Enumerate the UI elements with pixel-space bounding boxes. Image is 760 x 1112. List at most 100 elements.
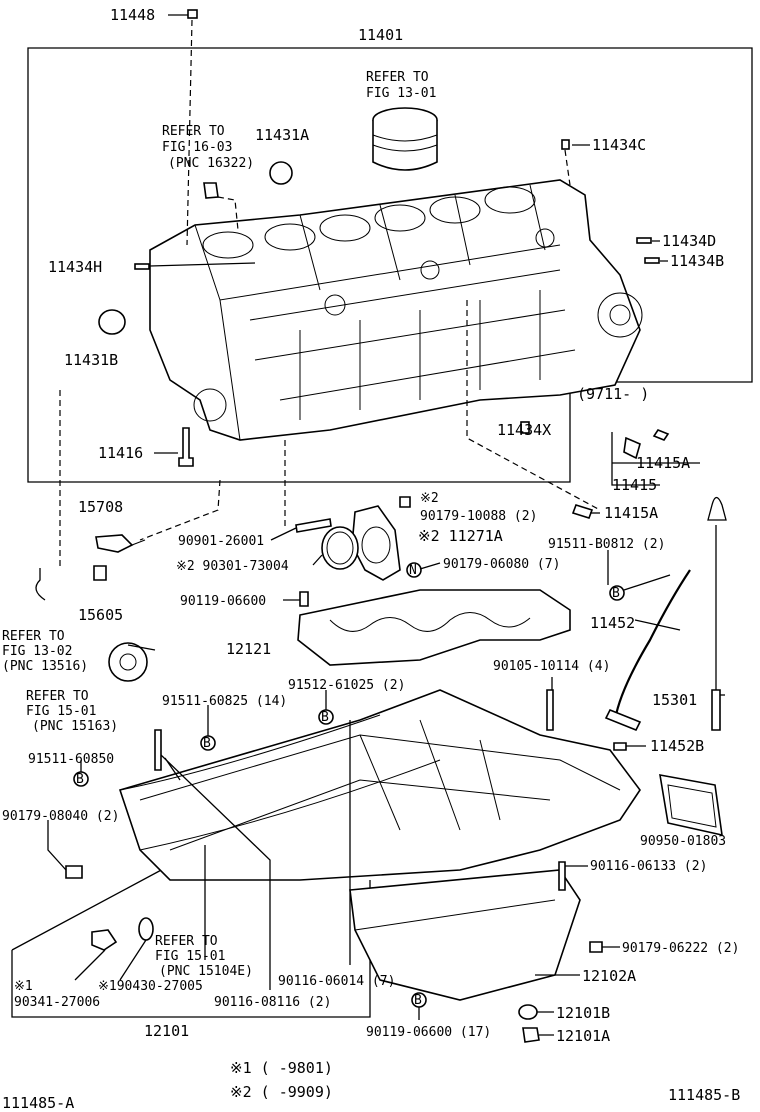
leader-lines [35, 14, 725, 1036]
label-12102A: 12102A [582, 967, 636, 985]
label-15301: 15301 [652, 691, 697, 709]
label-91511-B0812: 91511-B0812 (2) [548, 537, 665, 552]
legend-mark1: ※1 ( -9801) [230, 1059, 333, 1077]
refer-fig-15-01-a-line1: REFER TO [26, 689, 89, 704]
legend-mark2: ※2 ( -9909) [230, 1083, 333, 1101]
refer-fig-13-02-line3: (PNC 13516) [2, 659, 88, 674]
badge-b-91511-60825: B [200, 735, 216, 751]
drain-plug-12101A [522, 1027, 540, 1043]
drain-plug-90341 [91, 929, 118, 951]
label-mark2-top: ※2 [420, 491, 439, 506]
label-date-range-9711: (9711- ) [577, 385, 649, 403]
label-12101B: 12101B [556, 1004, 610, 1022]
svg-text:B: B [321, 710, 329, 725]
bolt-90179-08040 [65, 865, 83, 879]
seal-retainer-11271A [351, 505, 401, 581]
stud-90105 [546, 689, 554, 731]
bolt-90179-06222 [589, 941, 603, 953]
label-11452: 11452 [590, 614, 635, 632]
badge-b-91511-b0812: B [609, 585, 625, 601]
refer-fig-16-03-line2: FIG 16-03 [162, 140, 232, 155]
plug-15605 [93, 565, 107, 581]
clip-11415A [623, 436, 641, 460]
gasket-11452B [613, 742, 627, 751]
label-91512-61025: 91512-61025 (2) [288, 678, 405, 693]
label-90430-27005: ※190430-27005 [98, 979, 203, 994]
badge-b-90119-06600: B [411, 992, 427, 1008]
plug-16322 [203, 182, 219, 199]
badge-n-90179-06080: N [406, 562, 422, 578]
label-90116-08116: 90116-08116 (2) [214, 995, 331, 1010]
bracket-15708 [95, 534, 134, 553]
bolt-11415A [571, 504, 594, 519]
label-11431B: 11431B [64, 351, 118, 369]
label-90105-10114: 90105-10114 (4) [493, 659, 610, 674]
refer-fig-16-03-line1: REFER TO [162, 124, 225, 139]
refer-fig-13-01-line1: REFER TO [366, 70, 429, 85]
label-15708: 15708 [78, 498, 123, 516]
pin-11434D [636, 237, 652, 244]
dipstick-guide-11452 [613, 569, 691, 721]
refer-fig-15-01-b-line1: REFER TO [155, 934, 218, 949]
stud-90901 [295, 518, 332, 533]
label-12121: 12121 [226, 640, 271, 658]
label-90119-06600-top: 90119-06600 [180, 594, 266, 609]
oil-pan-gasket [119, 714, 441, 851]
badge-b-91512: B [318, 709, 334, 725]
label-90179-10088: 90179-10088 (2) [420, 509, 537, 524]
label-90179-06222: 90179-06222 (2) [622, 941, 739, 956]
gasket-90430 [138, 917, 154, 941]
pin-11434B [644, 257, 660, 264]
refer-fig-15-01-b-line3: (PNC 15104E) [159, 964, 253, 979]
part-labels: 11448 11401 REFER TO FIG 13-01 REFER TO … [2, 6, 740, 1112]
refer-fig-15-01-a-line2: FIG 15-01 [26, 704, 96, 719]
label-90901-26001: 90901-26001 [178, 534, 264, 549]
svg-text:B: B [203, 736, 211, 751]
cylinder-block [149, 179, 643, 441]
svg-text:B: B [414, 993, 422, 1008]
svg-text:B: B [612, 586, 620, 601]
label-90950-01803: 90950-01803 [640, 834, 726, 849]
label-12101: 12101 [144, 1022, 189, 1040]
label-11434X: 11434X [497, 421, 551, 439]
label-11434C: 11434C [592, 136, 646, 154]
footer-code-right: 111485-B [668, 1086, 740, 1104]
label-11431A: 11431A [255, 126, 309, 144]
label-11401: 11401 [358, 26, 403, 44]
oil-pump-pulley [108, 642, 148, 682]
pin-11434X [520, 421, 530, 434]
pin-11434H [134, 263, 150, 270]
gasket-12101B [518, 1004, 538, 1020]
svg-text:N: N [409, 563, 417, 578]
baffle-plate-12121 [297, 589, 571, 666]
refer-fig-13-01-line2: FIG 13-01 [366, 86, 436, 101]
label-90116-06014: 90116-06014 (7) [278, 974, 395, 989]
label-90119-06600-bottom: 90119-06600 (17) [366, 1025, 491, 1040]
label-90179-08040: 90179-08040 (2) [2, 809, 119, 824]
refer-fig-15-01-a-line3: (PNC 15163) [32, 719, 118, 734]
bolt-90119-06600 [299, 591, 309, 607]
label-11415: 11415 [612, 476, 657, 494]
strainer-90950 [659, 774, 723, 837]
oil-seal-90301 [321, 526, 359, 570]
pin-11434C [561, 139, 570, 150]
plug-11448 [187, 9, 198, 19]
refer-fig-13-02-line2: FIG 13-02 [2, 644, 72, 659]
bolt-90179-10088 [399, 496, 411, 508]
label-11434H: 11434H [48, 258, 102, 276]
footer-code-left: 111485-A [2, 1094, 74, 1112]
stud-91511-60850 [154, 729, 162, 771]
refer-fig-16-03-line3: (PNC 16322) [168, 156, 254, 171]
refer-fig-15-01-b-line2: FIG 15-01 [155, 949, 225, 964]
label-11271A: ※2 11271A [418, 527, 503, 545]
refer-fig-13-02-line1: REFER TO [2, 629, 65, 644]
label-11415A-bottom: 11415A [604, 504, 658, 522]
expansion-plug-11431A [269, 161, 293, 185]
label-11434D: 11434D [662, 232, 716, 250]
bolt-90116-06133 [558, 861, 566, 891]
leader-11448 [186, 19, 193, 246]
label-11448: 11448 [110, 6, 155, 24]
badge-b-91511-60850: B [73, 771, 89, 787]
label-90301-73004: ※2 90301-73004 [176, 559, 289, 574]
